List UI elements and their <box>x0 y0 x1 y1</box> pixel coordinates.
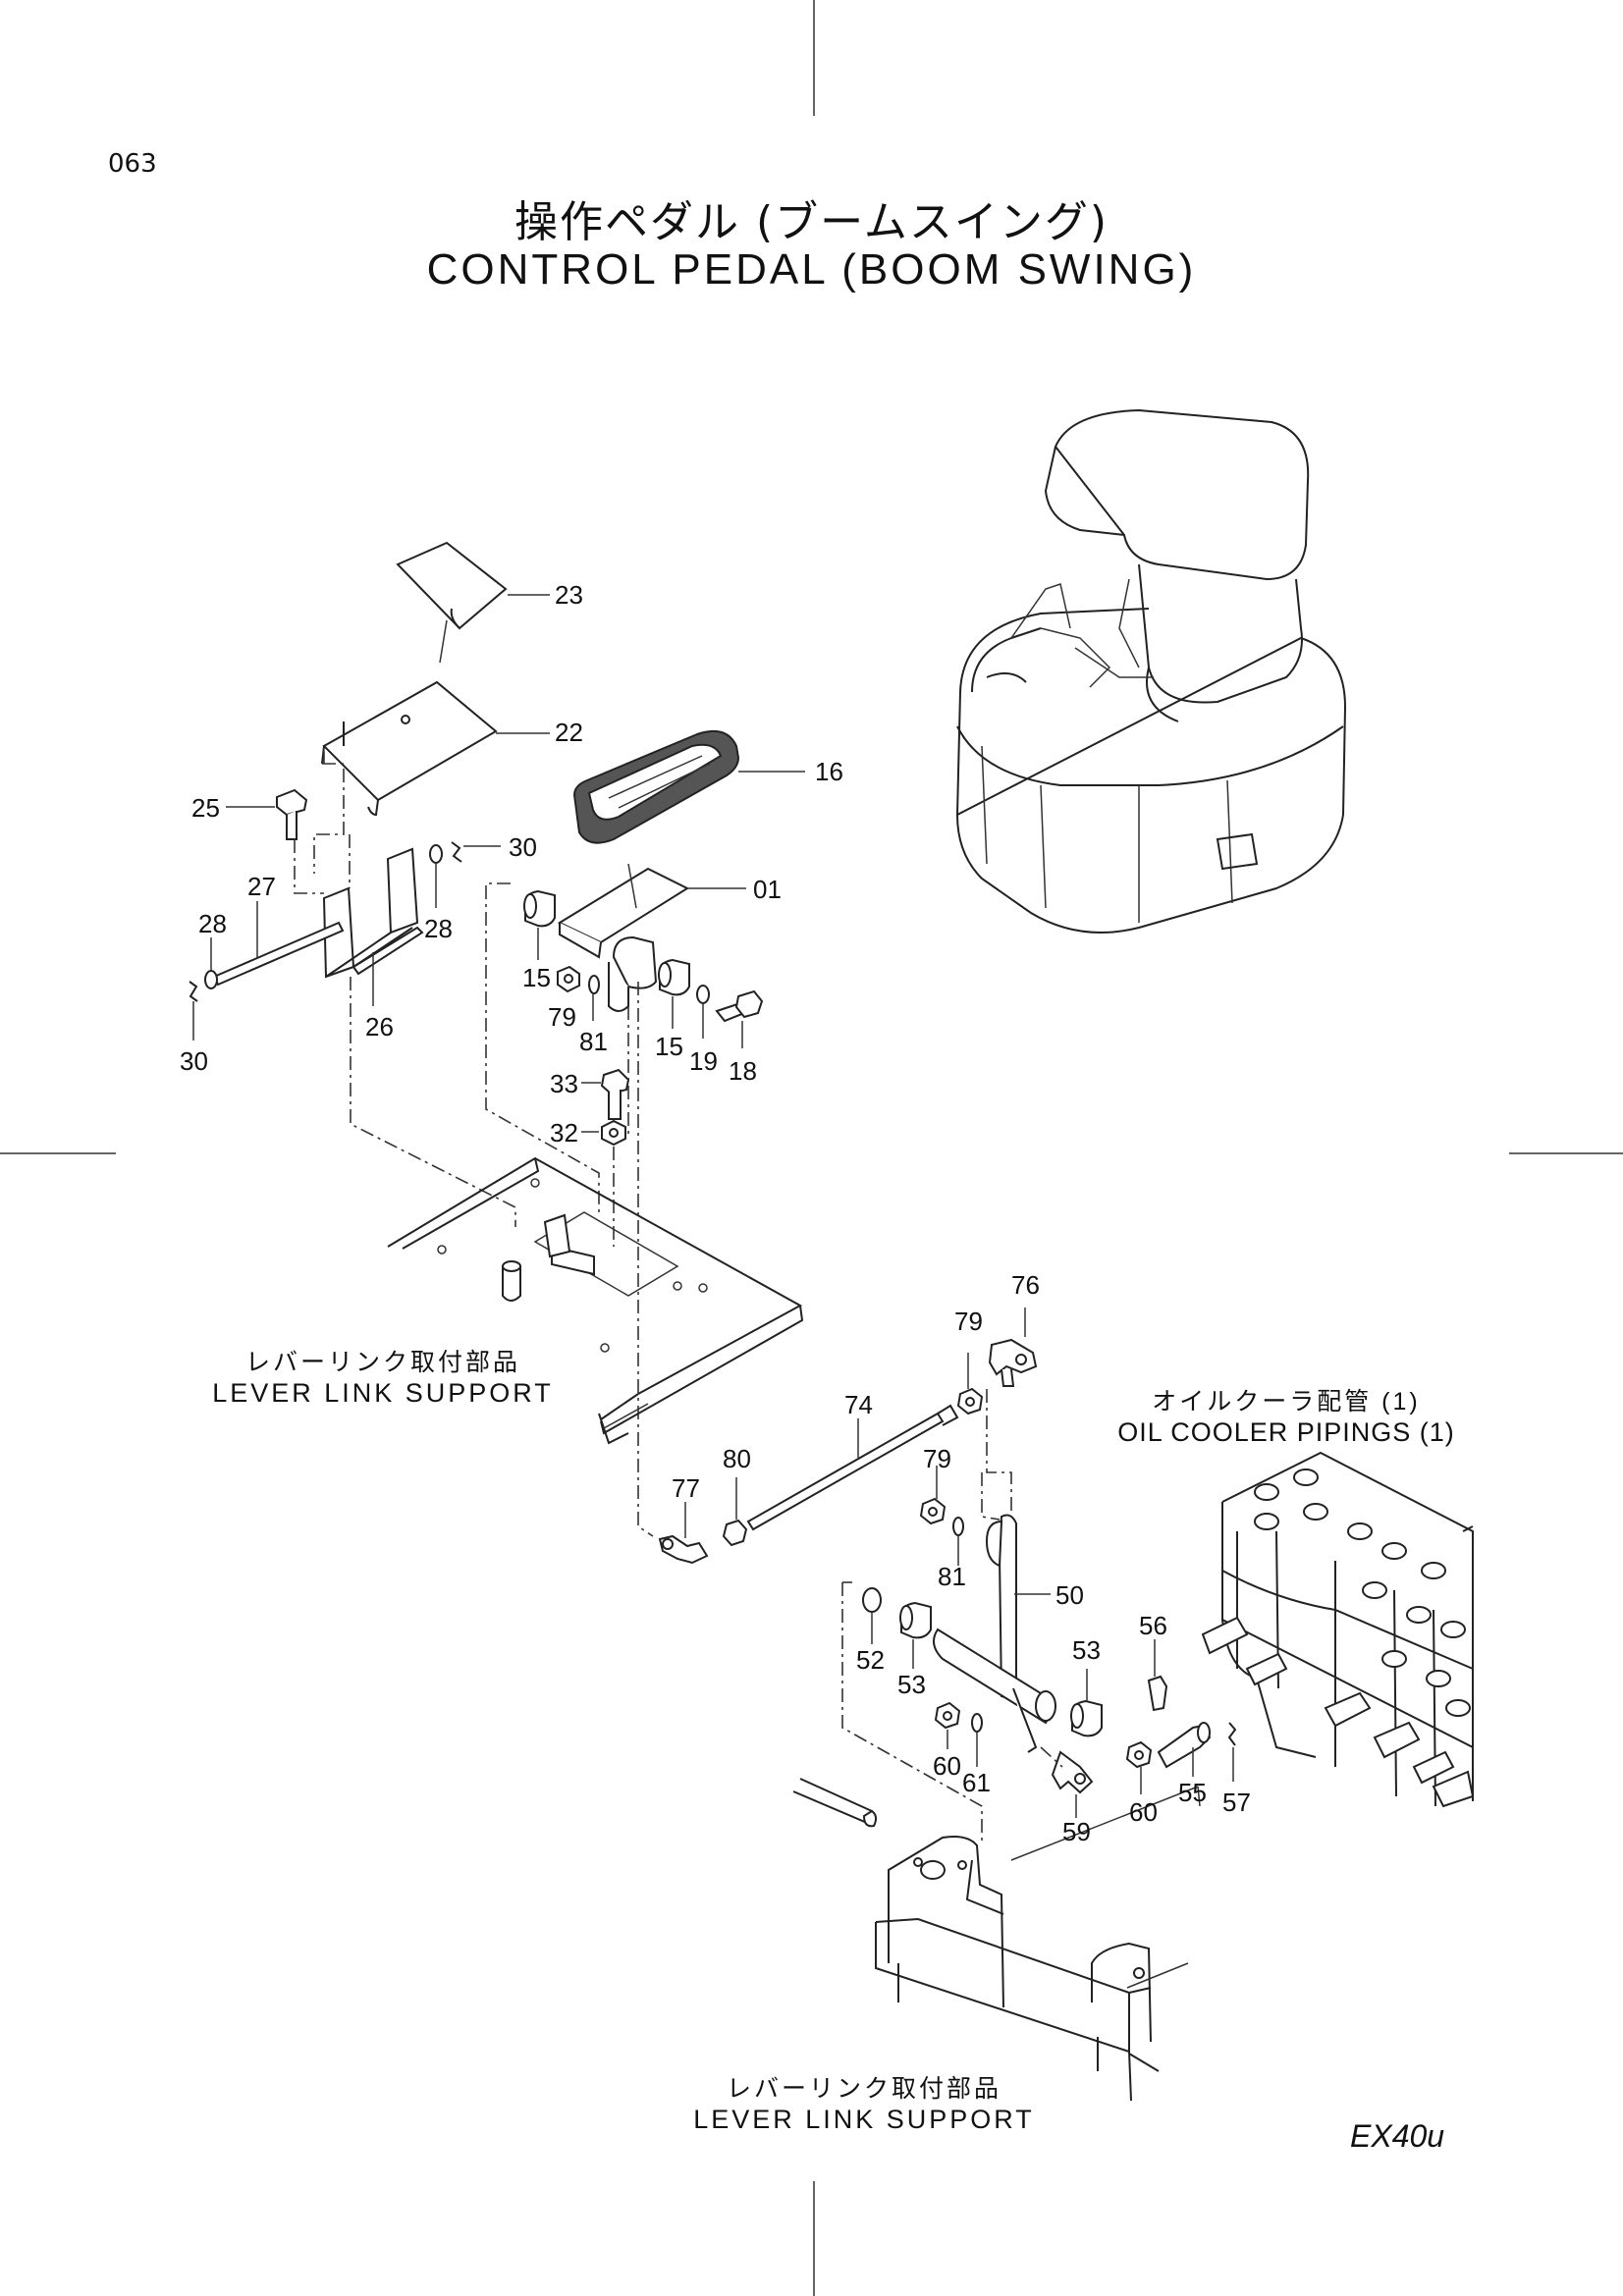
callout-18: 18 <box>729 1056 757 1086</box>
callout-25: 25 <box>191 793 220 823</box>
part-79-nut-rod <box>956 1353 984 1415</box>
machine-overview-illustration <box>955 408 1347 934</box>
part-55-spool-end <box>1157 1722 1212 1777</box>
callout-16: 16 <box>815 757 843 786</box>
callout-59: 59 <box>1062 1817 1091 1846</box>
part-15-bushing-right <box>658 958 690 1029</box>
callout-77: 77 <box>672 1473 700 1503</box>
part-22-bracket-plate <box>321 680 550 817</box>
part-81-washer-upper <box>588 975 600 1021</box>
callout-74: 74 <box>844 1390 873 1419</box>
model-code: EX40u <box>1350 2118 1445 2154</box>
callout-80: 80 <box>723 1444 751 1473</box>
callout-52: 52 <box>856 1645 885 1675</box>
callout-32: 32 <box>550 1118 578 1148</box>
callout-19: 19 <box>689 1046 718 1076</box>
caption-lever-link-support-lower-en: LEVER LINK SUPPORT <box>693 2105 1035 2134</box>
callout-56: 56 <box>1139 1611 1167 1640</box>
callout-15-right: 15 <box>655 1032 683 1061</box>
part-30-split-pins <box>189 841 501 1041</box>
caption-lever-link-support-upper: レバーリンク取付部品 LEVER LINK SUPPORT <box>196 1343 569 1409</box>
callout-79-rod: 79 <box>954 1307 983 1336</box>
callout-28-right: 28 <box>424 914 453 943</box>
part-32-nut <box>581 1119 626 1147</box>
part-79-nut-upper <box>557 965 580 993</box>
callout-22: 22 <box>555 718 583 747</box>
part-27-pin <box>212 901 345 987</box>
part-01-pedal-arm <box>557 863 746 1012</box>
part-52-washer <box>862 1587 882 1644</box>
part-16-pedal-rubber <box>572 730 805 844</box>
part-53-bushing-right <box>1070 1669 1103 1737</box>
callout-53-right: 53 <box>1072 1635 1101 1665</box>
part-26-bracket <box>322 847 424 1006</box>
callout-23: 23 <box>555 580 583 610</box>
part-50-lever <box>933 1389 1056 1753</box>
part-23-cover <box>396 541 550 664</box>
part-18-bolt <box>715 989 764 1048</box>
part-80-nut <box>722 1477 748 1547</box>
part-59-rod-end <box>1040 1746 1094 1818</box>
part-61-washer <box>971 1713 983 1767</box>
part-19-washer <box>696 985 710 1039</box>
callout-60-right: 60 <box>1129 1797 1158 1827</box>
callout-55: 55 <box>1178 1778 1207 1807</box>
callout-26: 26 <box>365 1012 394 1041</box>
page-number: 063 <box>108 149 157 179</box>
part-77-rod-end-left <box>658 1502 709 1565</box>
callout-30-upper: 30 <box>509 832 537 862</box>
part-81-washer-lever <box>952 1517 964 1566</box>
callout-50: 50 <box>1055 1580 1084 1610</box>
part-33-bolt <box>581 1068 630 1120</box>
callout-79-lever: 79 <box>923 1444 951 1473</box>
callout-53-left: 53 <box>897 1670 926 1699</box>
caption-oil-cooler-pipings: オイルクーラ配管 (1) OIL COOLER PIPINGS (1) <box>1100 1382 1473 1448</box>
callout-27: 27 <box>247 872 276 901</box>
callout-81-upper: 81 <box>579 1027 608 1056</box>
part-28-washers <box>204 844 443 989</box>
part-60-nut-right <box>1125 1740 1153 1794</box>
callout-81-lever: 81 <box>938 1562 966 1591</box>
assembly-lines-upper <box>294 751 654 1537</box>
callout-79-upper: 79 <box>548 1002 576 1032</box>
assembly-lines-lower <box>841 1581 983 1841</box>
callout-30-lower: 30 <box>180 1046 208 1076</box>
callout-61: 61 <box>962 1768 991 1797</box>
page-title-english: CONTROL PEDAL (BOOM SWING) <box>426 245 1197 294</box>
callout-15-left: 15 <box>522 963 551 992</box>
part-57-split-pin <box>1227 1722 1237 1782</box>
page-title-japanese: 操作ペダル (ブームスイング) <box>514 197 1109 247</box>
part-79-nut-lever <box>919 1466 947 1525</box>
part-56-pin <box>1147 1639 1168 1712</box>
part-25-bolt <box>226 788 308 840</box>
caption-lever-link-support-lower: レバーリンク取付部品 LEVER LINK SUPPORT <box>677 2069 1051 2135</box>
part-15-bushing-left <box>523 889 556 960</box>
caption-lever-link-support-upper-en: LEVER LINK SUPPORT <box>212 1378 554 1408</box>
callout-60-left: 60 <box>933 1751 961 1781</box>
part-60-nut-left <box>934 1701 961 1749</box>
caption-lever-link-support-lower-jp: レバーリンク取付部品 <box>726 2075 1001 2103</box>
part-76-rod-end-right <box>988 1308 1038 1387</box>
caption-oil-cooler-pipings-jp: オイルクーラ配管 (1) <box>1152 1388 1421 1415</box>
callout-33: 33 <box>550 1069 578 1098</box>
caption-lever-link-support-upper-jp: レバーリンク取付部品 <box>244 1349 520 1376</box>
callout-57: 57 <box>1222 1788 1251 1817</box>
caption-oil-cooler-pipings-en: OIL COOLER PIPINGS (1) <box>1117 1417 1455 1447</box>
callout-labels: 23 22 16 25 30 27 28 28 01 15 79 81 15 1… <box>180 580 1251 1846</box>
floor-plate <box>387 1156 804 1445</box>
callout-28-left: 28 <box>198 909 227 938</box>
lower-lever-link-support <box>792 1778 1201 2102</box>
control-valve-illustration <box>1201 1451 1475 1808</box>
part-53-bushing-left <box>899 1601 932 1669</box>
callout-76: 76 <box>1011 1270 1040 1300</box>
callout-01: 01 <box>753 875 782 904</box>
part-74-rod <box>746 1404 959 1531</box>
